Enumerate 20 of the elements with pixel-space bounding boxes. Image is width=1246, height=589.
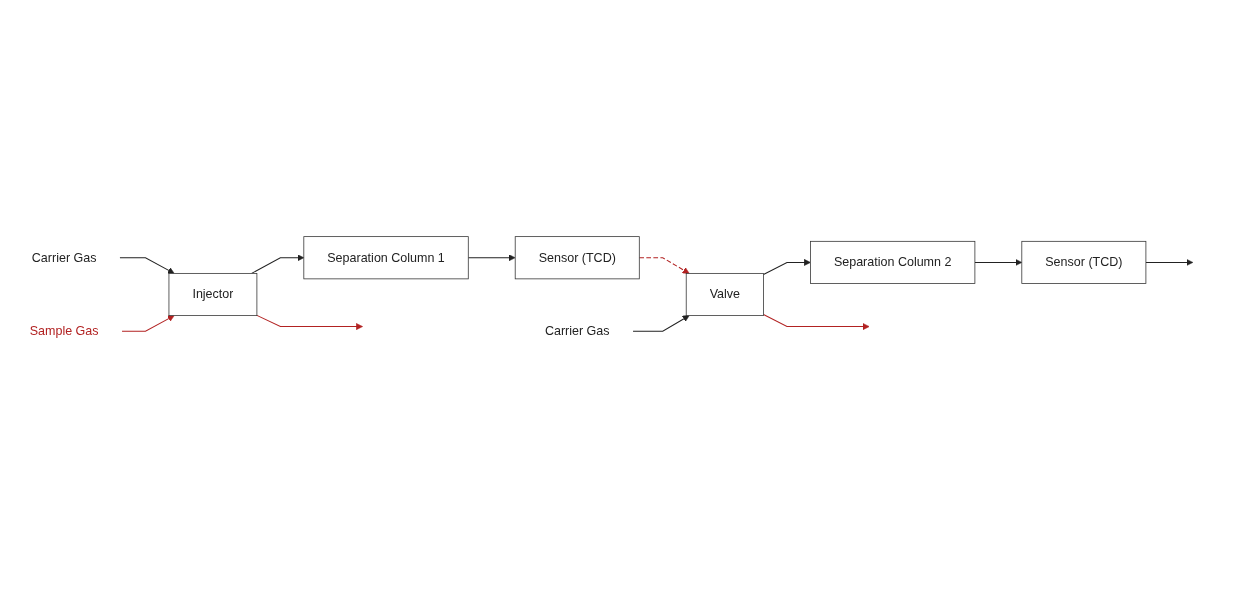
node-box: Sensor (TCD): [1021, 240, 1147, 284]
arrow: [121, 315, 175, 332]
arrow: [256, 314, 363, 330]
arrow: [763, 259, 811, 276]
arrow: [251, 254, 305, 274]
arrow: [974, 259, 1023, 266]
arrow: [119, 257, 175, 274]
arrow: [632, 315, 690, 332]
node-box: Valve: [685, 273, 764, 316]
node-box: Separation Column 1: [303, 236, 469, 280]
node-text: Carrier Gas: [31, 250, 97, 264]
arrow: [467, 254, 516, 262]
arrow: [638, 257, 690, 274]
node-box: Separation Column 2: [810, 240, 976, 284]
node-text: Carrier Gas: [544, 324, 610, 338]
node-box: Sensor (TCD): [514, 236, 640, 280]
arrow: [1145, 259, 1194, 266]
node-text: Sample Gas: [29, 324, 99, 338]
arrow: [763, 313, 870, 330]
node-box: Injector: [168, 273, 258, 316]
